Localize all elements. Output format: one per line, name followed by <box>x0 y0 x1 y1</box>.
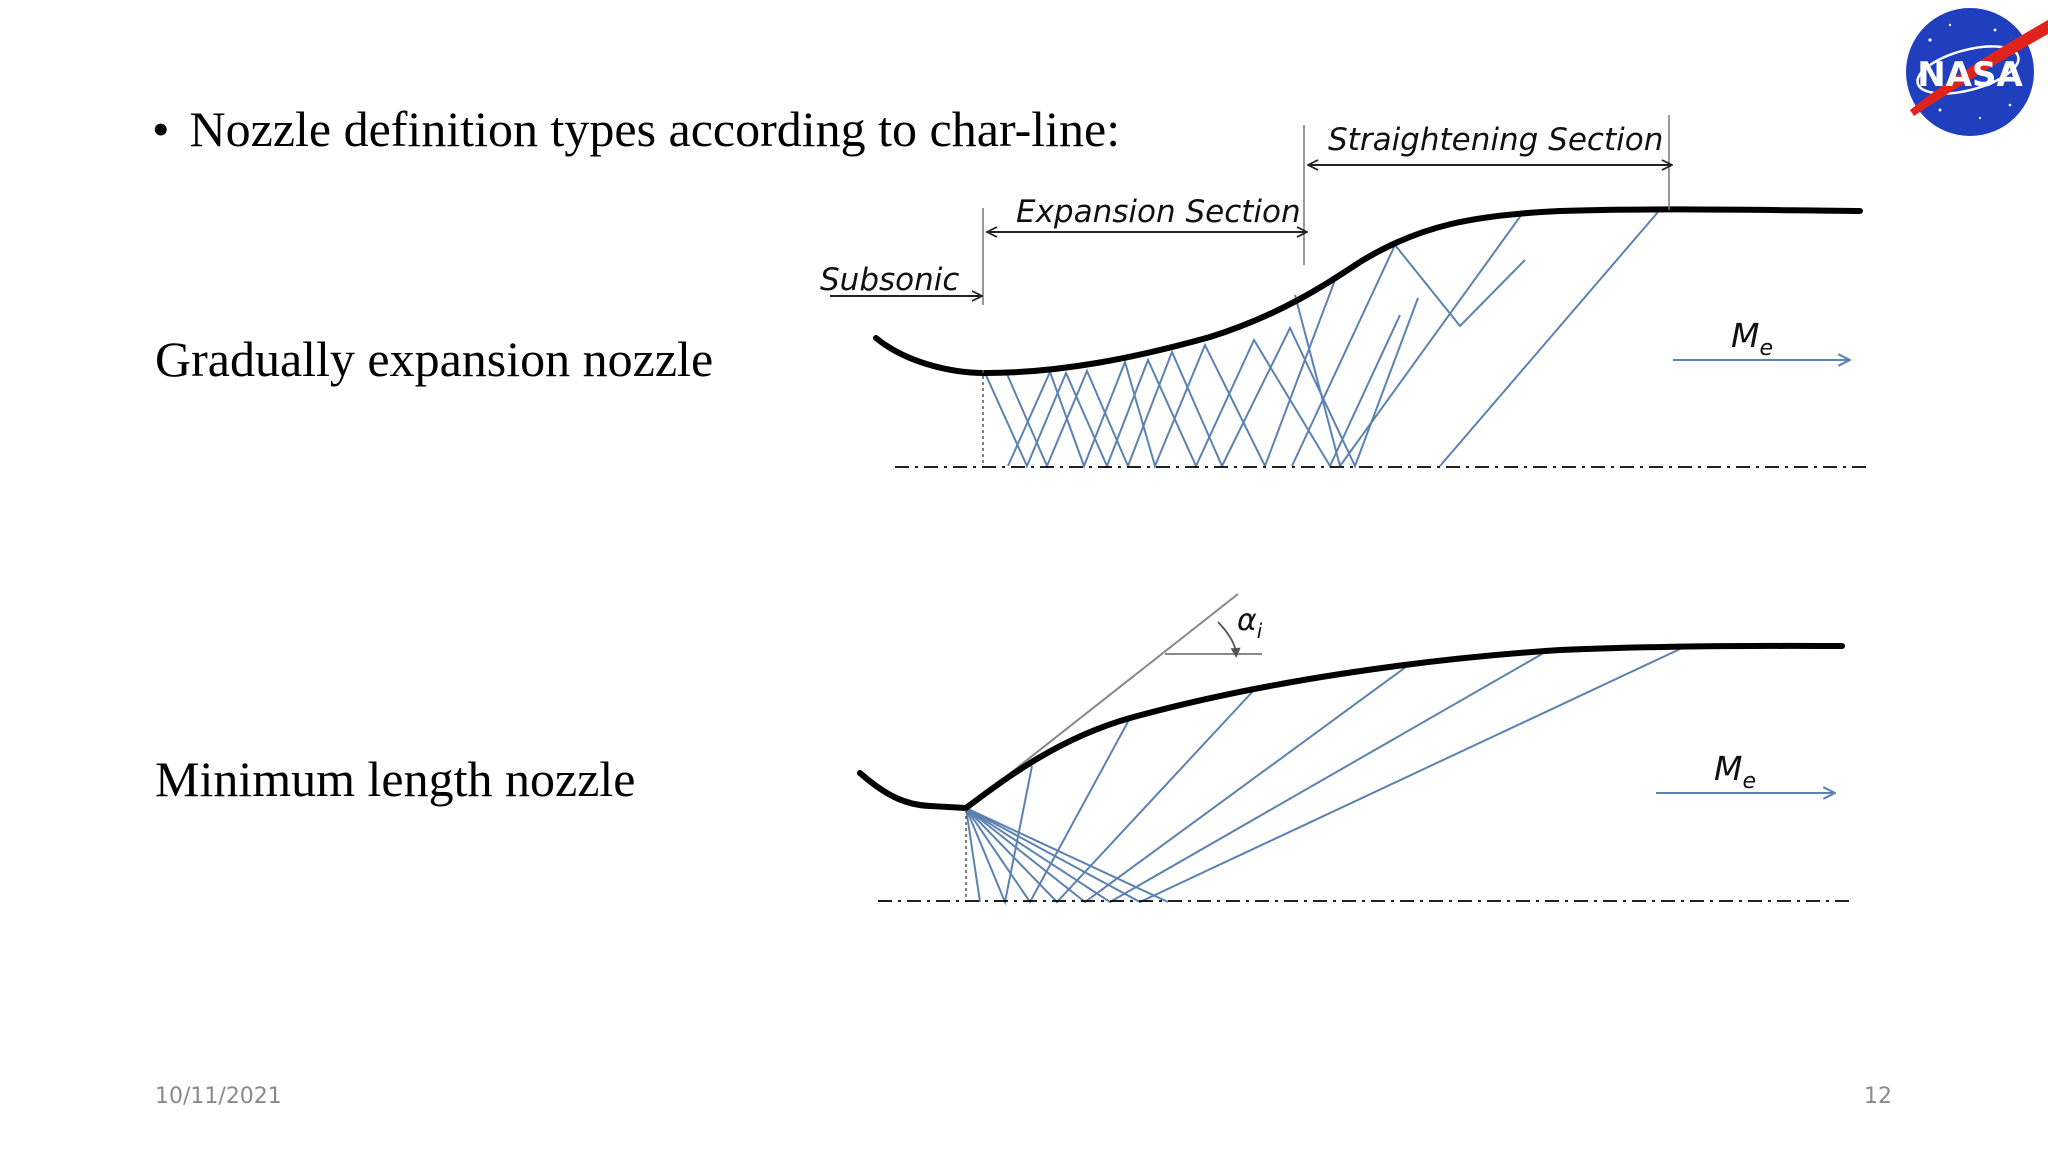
angle-label: αi <box>1237 603 1263 643</box>
minimum-nozzle-label: Minimum length nozzle <box>155 751 636 807</box>
gradual-char-lines <box>984 211 1659 470</box>
gradual-mach-label: Me <box>1731 316 1773 361</box>
gradual-nozzle-wall <box>873 206 1863 377</box>
angle-subscript: i <box>1257 619 1263 643</box>
footer-date: 10/11/2021 <box>155 1084 282 1109</box>
minimum-mach-subscript: e <box>1742 769 1756 794</box>
footer-page-number: 12 <box>1864 1084 1892 1109</box>
minimum-mach-symbol: M <box>1714 749 1742 788</box>
minimum-mach-label: Me <box>1714 749 1756 794</box>
nasa-logo-stars <box>1923 23 2012 120</box>
expansion-section-label: Expansion Section <box>1016 194 1301 230</box>
nasa-logo: NASA <box>1906 8 2048 136</box>
minimum-nozzle-diagram: αi Me <box>857 593 1855 906</box>
minimum-char-lines <box>965 648 1681 906</box>
minimum-nozzle-wall <box>857 642 1845 812</box>
nasa-logo-text: NASA <box>1917 55 2023 95</box>
bullet-heading: • Nozzle definition types according to ch… <box>152 100 1120 158</box>
subsonic-label: Subsonic <box>820 262 959 298</box>
gradual-nozzle-diagram: Subsonic Expansion Section Straightening… <box>820 115 1870 470</box>
straightening-section-label: Straightening Section <box>1328 122 1663 158</box>
bullet-symbol: • <box>152 101 170 157</box>
nasa-logo-orbit <box>1916 45 2020 95</box>
bullet-text: Nozzle definition types according to cha… <box>189 101 1121 157</box>
nasa-logo-swoosh <box>1910 20 2048 116</box>
gradual-nozzle-label: Gradually expansion nozzle <box>155 331 714 387</box>
angle-arc <box>1217 621 1241 658</box>
angle-symbol: α <box>1237 603 1257 638</box>
gradual-mach-subscript: e <box>1759 336 1773 361</box>
gradual-mach-symbol: M <box>1731 316 1759 355</box>
